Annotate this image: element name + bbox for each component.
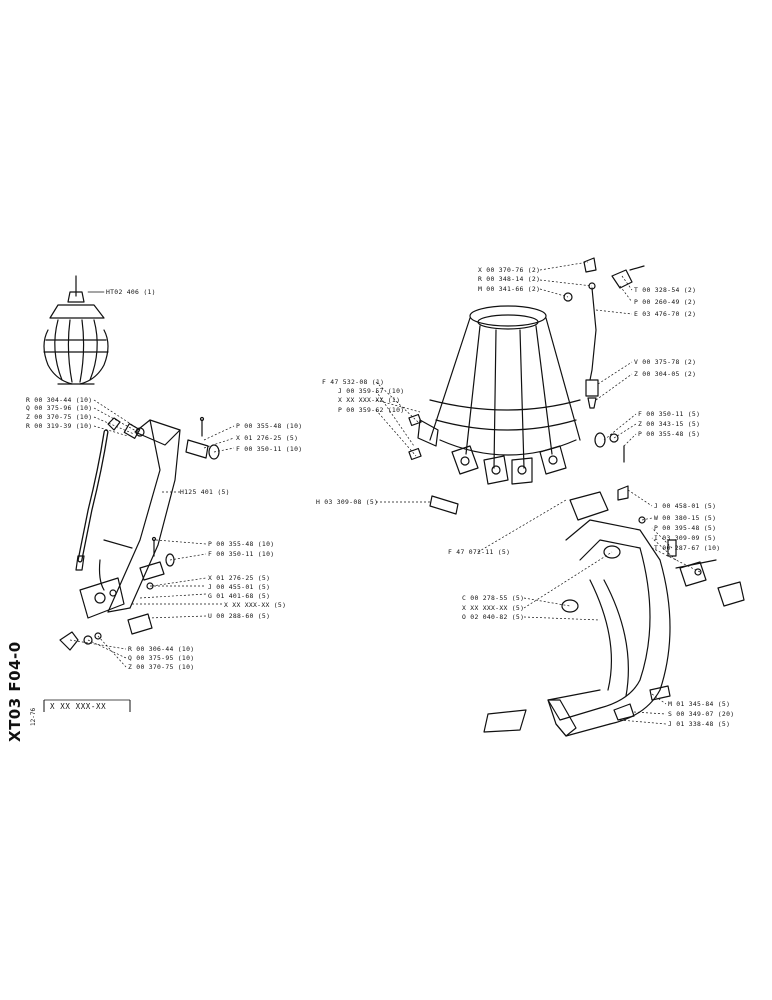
label-g-401-68: G 01 401-68 (5): [208, 592, 271, 600]
label-j-338-48: J 01 338-48 (5): [668, 720, 731, 728]
sheet-reference: X XX XXX-XX: [50, 702, 107, 711]
label-z-304-05: Z 00 304-05 (2): [634, 370, 697, 378]
label-f-350-11-5: F 00 350-11 (5): [638, 410, 701, 418]
label-v-375-78: V 00 375-78 (2): [634, 358, 697, 366]
label-r-304-44: R 00 304-44 (10): [26, 396, 93, 404]
label-p-355-48-a: P 00 355-48 (10): [236, 422, 303, 430]
label-x-xx-5b: X XX XXX-XX (5): [462, 604, 525, 612]
label-r-319-39: R 00 319-39 (10): [26, 422, 93, 430]
label-w-380-15: W 00 380-15 (5): [654, 514, 717, 522]
label-j-458-01: J 00 458-01 (5): [654, 502, 717, 510]
label-q-375-95: Q 00 375-95 (10): [128, 654, 195, 662]
label-j-455-01: J 00 455-01 (5): [208, 583, 271, 591]
sheet-code-block: XT03 F04-0 12-76: [6, 641, 37, 742]
grab-body-drawing: [417, 305, 581, 485]
label-h125: H125 401 (5): [180, 488, 230, 496]
label-ht02: HT02 406 (1): [106, 288, 156, 296]
label-p-395-48: P 00 395-48 (5): [654, 524, 717, 532]
label-f-47-072: F 47 072-11 (5): [448, 548, 511, 556]
label-e-476-70: E 03 476-70 (2): [634, 310, 697, 318]
label-q-375-96: Q 00 375-96 (10): [26, 404, 93, 412]
label-p-355-48-b: P 00 355-48 (10): [208, 540, 275, 548]
label-t-287-67: T 00 287-67 (10): [654, 544, 721, 552]
label-p-355-48-5: P 00 355-48 (5): [638, 430, 701, 438]
label-x-276-25-a: X 01 276-25 (5): [236, 434, 299, 442]
label-m-341-66: M 00 341-66 (2): [478, 285, 541, 293]
label-j-359-57: J 00 359-57 (10): [338, 387, 405, 395]
label-u-288-60: U 00 288-60 (5): [208, 612, 271, 620]
label-z-343-15: Z 00 343-15 (5): [638, 420, 701, 428]
label-x-xx-1: X XX XXX-XX (1): [338, 396, 401, 404]
label-c-278-55: C 00 278-55 (5): [462, 594, 525, 602]
label-f-350-11-a: F 00 350-11 (10): [236, 445, 303, 453]
label-o-040-82: O 02 040-82 (5): [462, 613, 525, 621]
sheet-date: 12-76: [30, 707, 37, 726]
label-m-345-84: M 01 345-84 (5): [668, 700, 731, 708]
label-s-349-07: S 00 349-07 (20): [668, 710, 735, 718]
label-z-370-75: Z 00 370-75 (10): [26, 413, 93, 421]
label-x-xx-5: X XX XXX-XX (5): [224, 601, 287, 609]
oil-line-drawing: [563, 257, 645, 409]
label-r-306-44: R 00 306-44 (10): [128, 645, 195, 653]
label-i-309-09: I 03 309-09 (5): [654, 534, 717, 542]
label-p-359-62: P 00 359-62 (10): [338, 406, 405, 414]
pin-washer-middle-drawing: [139, 536, 175, 590]
label-x-370-76: X 00 370-76 (2): [478, 266, 541, 274]
label-p-260-49: P 00 260-49 (2): [634, 298, 697, 306]
label-f-47-532: F 47 532-08 (1): [322, 378, 385, 386]
pin-washer-upper-drawing: [185, 416, 220, 460]
label-z-370-75-b: Z 00 370-75 (10): [128, 663, 195, 671]
label-x-276-25-b: X 01 276-25 (5): [208, 574, 271, 582]
grab-thumbnail-drawing: [43, 275, 109, 385]
cylinder-assembly-drawing: [79, 419, 181, 619]
label-r-348-14: R 00 348-14 (2): [478, 275, 541, 283]
label-f-350-11-b: F 00 350-11 (10): [208, 550, 275, 558]
label-t-328-54: T 00 328-54 (2): [634, 286, 697, 294]
sheet-code: XT03 F04-0: [6, 641, 24, 742]
hydraulic-hose-drawing: [75, 417, 121, 571]
label-h-309-08: H 03 309-08 (5): [316, 498, 379, 506]
